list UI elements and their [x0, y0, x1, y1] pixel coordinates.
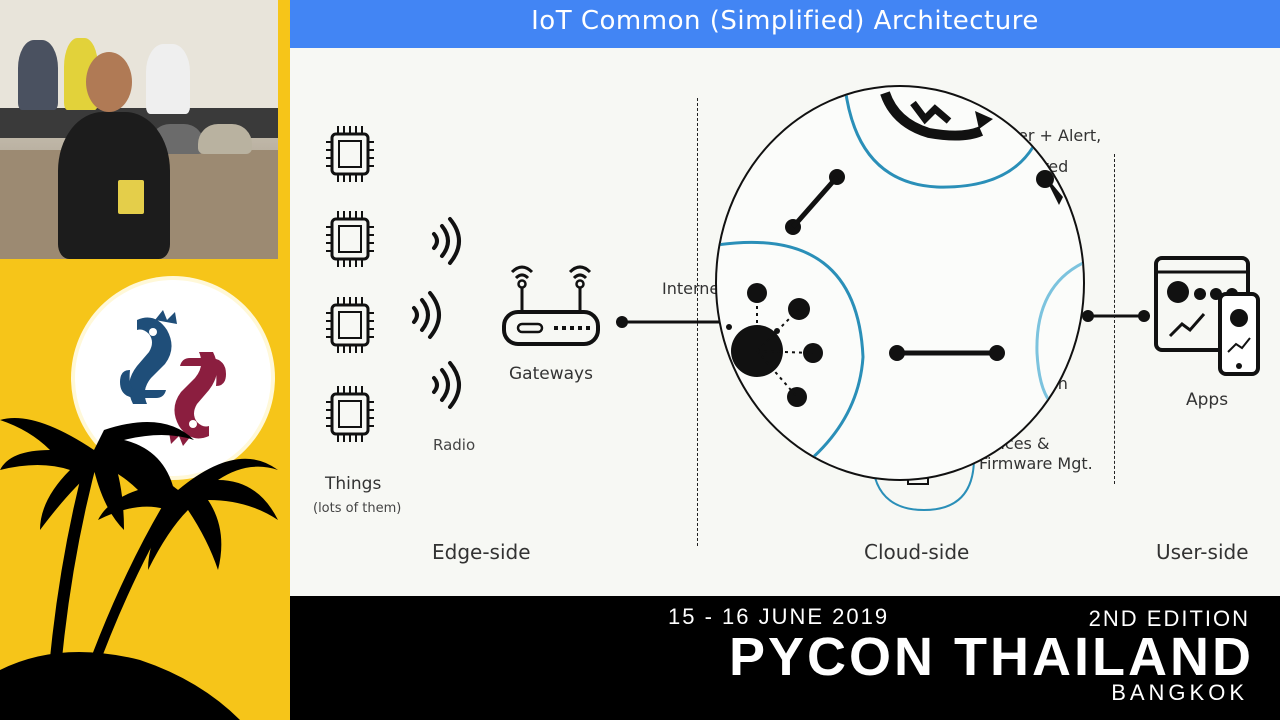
router-icon: [502, 265, 600, 346]
stool: [198, 124, 252, 154]
cloud-side-label: Cloud-side: [864, 540, 970, 564]
connector-line: [616, 316, 726, 328]
user-side-label: User-side: [1156, 540, 1249, 564]
audience-person: [18, 40, 58, 110]
cloud-user-divider: [1114, 154, 1115, 484]
edge-side-label: Edge-side: [432, 540, 531, 564]
speaker-badge: [118, 180, 144, 214]
radio-wave-icon: [412, 291, 441, 339]
event-edition: 2ND EDITION: [1088, 606, 1250, 631]
edge-cloud-divider: [697, 98, 698, 546]
pycon-th-logo: [75, 280, 271, 476]
chip-icon: [326, 126, 374, 182]
things-sublabel: (lots of them): [313, 501, 402, 516]
internet-label: Interne: [662, 279, 720, 298]
speaker-video: [0, 0, 278, 259]
devices-label-2: Firmware Mgt.: [979, 454, 1093, 473]
slide-title-bar: [290, 0, 1280, 48]
radio-wave-icon: [432, 361, 461, 409]
left-panel: [0, 0, 290, 720]
chip-icon: [326, 211, 374, 267]
speaker-person: [58, 112, 170, 259]
gateways-label: Gateways: [509, 364, 593, 384]
radio-label: Radio: [433, 436, 476, 454]
apps-dashboard-icon: [1154, 256, 1260, 376]
magnified-diagram: [717, 87, 1083, 463]
conference-banner: 15 - 16 JUNE 2019 2ND EDITION PYCON THAI…: [290, 596, 1280, 720]
chip-icon: [326, 386, 374, 442]
palm-trees-icon: [0, 418, 278, 720]
radio-wave-icon: [432, 217, 461, 265]
alert-label-1: er + Alert,: [1018, 126, 1102, 145]
presentation-slide: IoT Common (Simplified) Architecture Thi…: [290, 0, 1280, 596]
event-date: 15 - 16 JUNE 2019: [668, 604, 890, 629]
speaker-head: [86, 52, 132, 112]
event-title: PYCON THAILAND: [729, 627, 1254, 687]
chip-icon: [326, 297, 374, 353]
event-city: BANGKOK: [1111, 680, 1248, 705]
things-label: Things: [325, 474, 382, 494]
magnifier-lens: [715, 85, 1085, 481]
apps-label: Apps: [1186, 390, 1229, 410]
slide-title: IoT Common (Simplified) Architecture: [531, 6, 1039, 36]
connector-line: [1082, 310, 1150, 322]
audience-person: [146, 44, 190, 114]
